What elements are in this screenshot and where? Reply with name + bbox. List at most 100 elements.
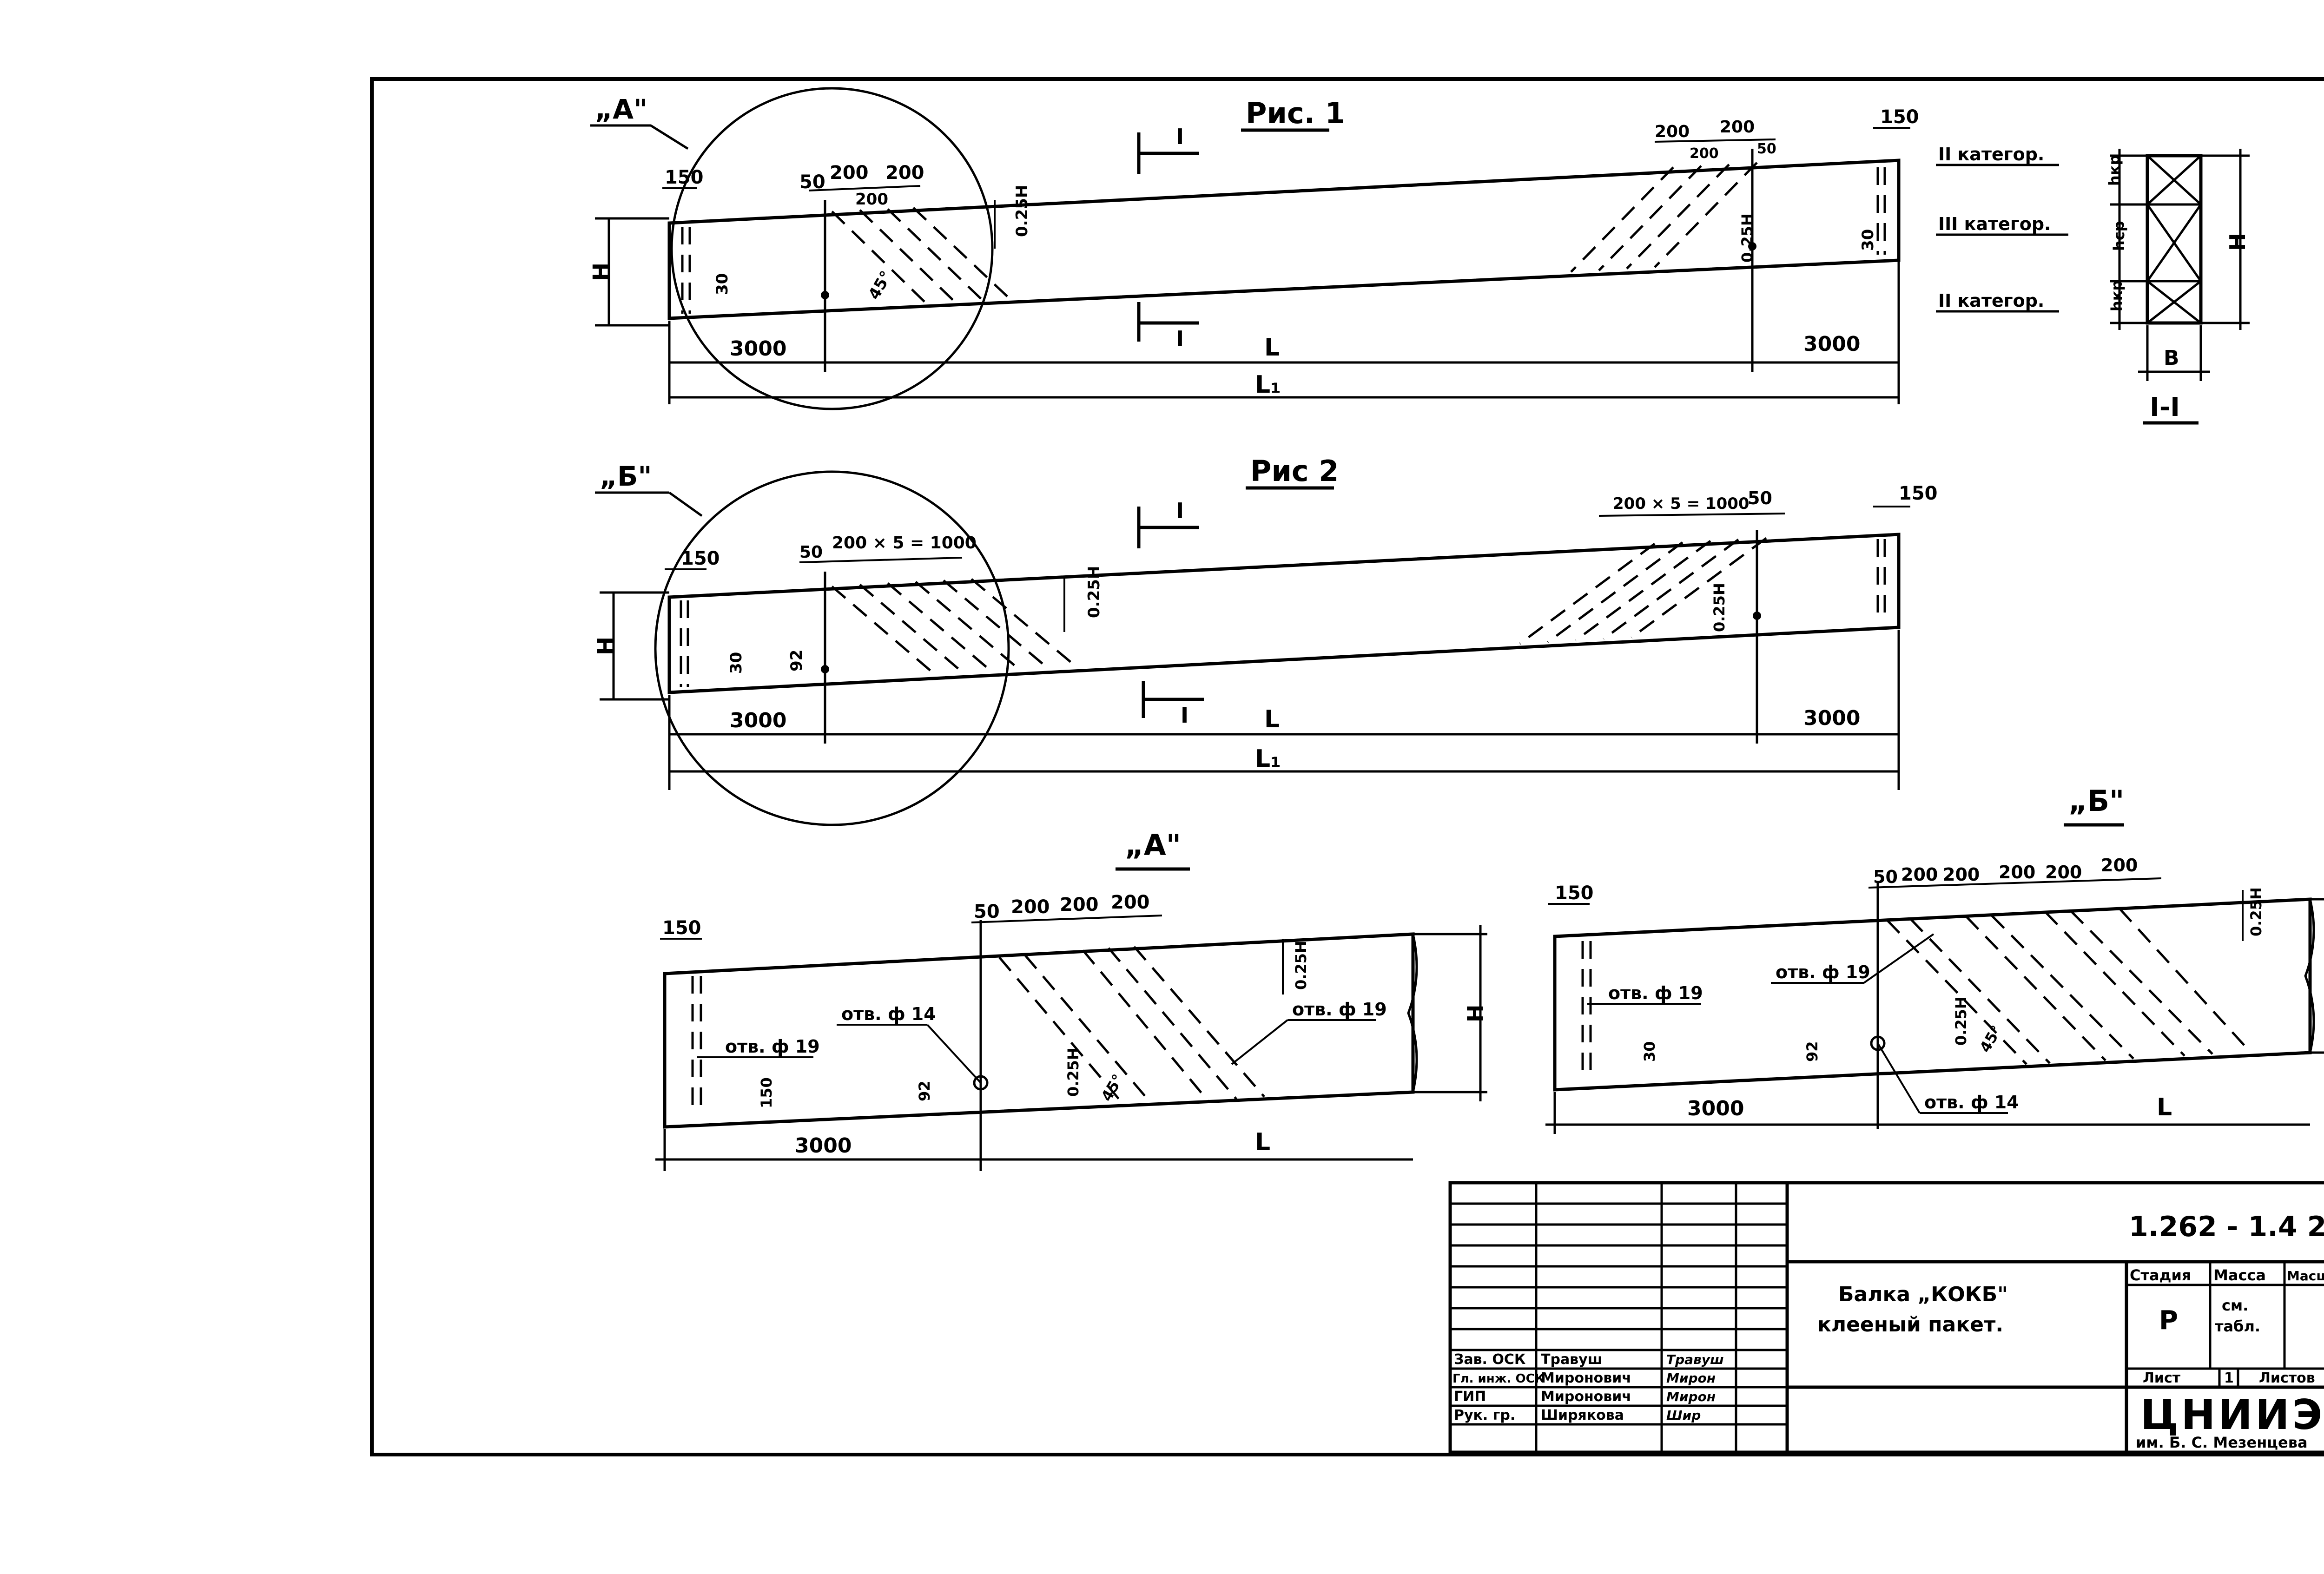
fig2-dim-92: 92 bbox=[787, 650, 806, 672]
detail-b-angle: 45° bbox=[1976, 1022, 2005, 1055]
signer-role-2: Гл. инж. ОСК bbox=[1452, 1372, 1545, 1386]
doc-code: 1.262 - 1.4 2.1 bbox=[2129, 1211, 2324, 1243]
mass-line2: табл. bbox=[2215, 1317, 2260, 1335]
detail-a-50: 50 bbox=[974, 901, 1000, 922]
detail-a-200c: 200 bbox=[1111, 892, 1150, 913]
detail-b-200a: 200 bbox=[1901, 864, 1938, 885]
fig2-section-mark-bottom: I bbox=[1181, 703, 1188, 728]
fig1-dim-200a: 200 bbox=[830, 162, 869, 184]
sheets-label: Листов bbox=[2259, 1370, 2315, 1386]
fig2-r025: 0.25H bbox=[1710, 583, 1728, 632]
fig1-section-mark-bottom: I bbox=[1176, 326, 1184, 351]
section-1-1: II категор. III категор. II категор. hкр… bbox=[1936, 144, 2250, 425]
cat-mid: III категор. bbox=[1938, 214, 2051, 234]
fig1-r50: 50 bbox=[1757, 141, 1776, 157]
detail-a-025h-left: 0.25H bbox=[1064, 1047, 1082, 1097]
fig2-beam-outline bbox=[667, 533, 1901, 694]
cat-top: II категор. bbox=[1938, 144, 2044, 165]
detail-b-3000: 3000 bbox=[1687, 1097, 1744, 1120]
fig1-r200c: 200 bbox=[1690, 145, 1719, 162]
hkp-top: hкр bbox=[2106, 155, 2123, 186]
detail-a-3000: 3000 bbox=[795, 1134, 852, 1158]
detail-b-200e: 200 bbox=[2101, 855, 2138, 876]
fig1-025h: 0.25H bbox=[1013, 185, 1031, 237]
detail-b-hole14: отв. ф 14 bbox=[1924, 1092, 2019, 1113]
signer-sig-4: Шир bbox=[1666, 1408, 1701, 1423]
mass-line1: см. bbox=[2222, 1297, 2248, 1314]
fig2-dim-L: L bbox=[1264, 705, 1280, 733]
fig2-dim-3000-left: 3000 bbox=[730, 709, 786, 732]
detail-b-200d: 200 bbox=[2045, 862, 2082, 882]
detail-b-50: 50 bbox=[1873, 867, 1898, 887]
fig2-callout-circle bbox=[654, 470, 1010, 826]
fig2-dim-L1: L₁ bbox=[1255, 745, 1281, 773]
title-block: Зав. ОСК Травуш Травуш Гл. инж. ОСК Миро… bbox=[1448, 1181, 2324, 1454]
signer-name-3: Миронович bbox=[1541, 1389, 1631, 1405]
detail-b-200b: 200 bbox=[1943, 864, 1980, 885]
fig1-callout-circle bbox=[670, 87, 994, 410]
signer-name-2: Миронович bbox=[1541, 1370, 1631, 1386]
sheet-label: Лист bbox=[2143, 1370, 2181, 1386]
detail-a-hole14: отв. ф 14 bbox=[841, 1004, 936, 1024]
fig1-beam-outline bbox=[667, 158, 1901, 320]
detail-a-angle: 45° bbox=[1097, 1071, 1127, 1104]
fig1-dim-3000-right: 3000 bbox=[1803, 332, 1860, 356]
detail-a: „А" 150 50 200 200 200 отв. ф 14 отв. ф … bbox=[655, 828, 1488, 1171]
fig1-dim-L1: L₁ bbox=[1255, 371, 1281, 399]
fig1-dim-150: 150 bbox=[665, 167, 704, 188]
section-outline bbox=[2146, 154, 2203, 325]
fig2-callout-label: „Б" bbox=[600, 461, 652, 492]
detail-b-025h-left: 0.25H bbox=[1952, 996, 1970, 1046]
detail-a-hole19-right: отв. ф 19 bbox=[1292, 999, 1387, 1020]
detail-b-150: 150 bbox=[1555, 882, 1594, 904]
fig1-dim-30: 30 bbox=[713, 273, 732, 295]
detail-b-L: L bbox=[2157, 1093, 2172, 1121]
signer-sig-1: Травуш bbox=[1666, 1352, 1724, 1367]
section-b: B bbox=[2164, 346, 2179, 370]
detail-b-025h-right: 0.25H bbox=[2247, 887, 2265, 936]
fig2-dim-30: 30 bbox=[727, 652, 746, 674]
fig1-dim-3000-left: 3000 bbox=[730, 337, 786, 361]
detail-a-150: 150 bbox=[662, 917, 701, 939]
detail-b-hole19-left: отв. ф 19 bbox=[1608, 983, 1703, 1003]
fig1-r200b: 200 bbox=[1720, 118, 1755, 137]
fig1-dim-L: L bbox=[1264, 334, 1280, 362]
detail-a-h: H bbox=[1463, 1005, 1488, 1023]
fig1-dim-200b: 200 bbox=[885, 162, 924, 184]
signer-sig-3: Мирон bbox=[1666, 1389, 1716, 1404]
section-h: H bbox=[2225, 233, 2250, 251]
detail-a-200b: 200 bbox=[1060, 894, 1099, 915]
fig1-section-mark-top: I bbox=[1176, 124, 1184, 149]
hkp-bot: hкр bbox=[2108, 280, 2126, 311]
signer-name-1: Травуш bbox=[1541, 1351, 1603, 1368]
fig2-r50: 50 bbox=[1748, 488, 1772, 508]
sheet-number: 1 bbox=[2224, 1370, 2234, 1386]
hdr-mass: Масса bbox=[2213, 1266, 2266, 1284]
fig1-title: Рис. 1 bbox=[1246, 96, 1345, 130]
fig2-beam-elevation: Рис 2 „Б" H 150 50 200 bbox=[593, 454, 1938, 826]
org-name: ЦНИИЭП bbox=[2140, 1391, 2324, 1439]
fig1-callout-label: „А" bbox=[595, 93, 647, 125]
fig1-beam-elevation: Рис. 1 „А" H bbox=[588, 87, 1919, 410]
hdr-scale: Масштаб bbox=[2287, 1268, 2324, 1284]
detail-b: „Б" 150 50 200 200 200 200 200 отв. ф 19… bbox=[1545, 784, 2324, 1134]
fig1-r200a: 200 bbox=[1655, 122, 1690, 141]
fig2-title: Рис 2 bbox=[1250, 454, 1339, 488]
fig1-r150: 150 bbox=[1880, 106, 1919, 128]
fig2-spacing: 200 × 5 = 1000 bbox=[832, 533, 977, 553]
fig2-dim-50: 50 bbox=[799, 543, 823, 562]
section-label: I-I bbox=[2150, 392, 2180, 422]
signer-sig-2: Мирон bbox=[1666, 1370, 1716, 1386]
product-name-line2: клееный пакет. bbox=[1817, 1313, 2003, 1337]
fig2-dim-3000-right: 3000 bbox=[1803, 706, 1860, 730]
org-subtitle: им. Б. С. Мезенцева bbox=[2136, 1434, 2308, 1451]
hcp-mid: hср bbox=[2110, 221, 2128, 251]
fig2-r150: 150 bbox=[1899, 483, 1938, 504]
fig2-section-mark-top: I bbox=[1176, 498, 1184, 523]
signer-role-4: Рук. гр. bbox=[1454, 1407, 1515, 1423]
cat-bot: II категор. bbox=[1938, 290, 2044, 311]
signer-name-4: Ширякова bbox=[1541, 1407, 1624, 1423]
stage-value: Р bbox=[2159, 1305, 2178, 1336]
detail-a-025h-right: 0.25H bbox=[1292, 941, 1310, 990]
signer-role-1: Зав. ОСК bbox=[1454, 1351, 1526, 1368]
